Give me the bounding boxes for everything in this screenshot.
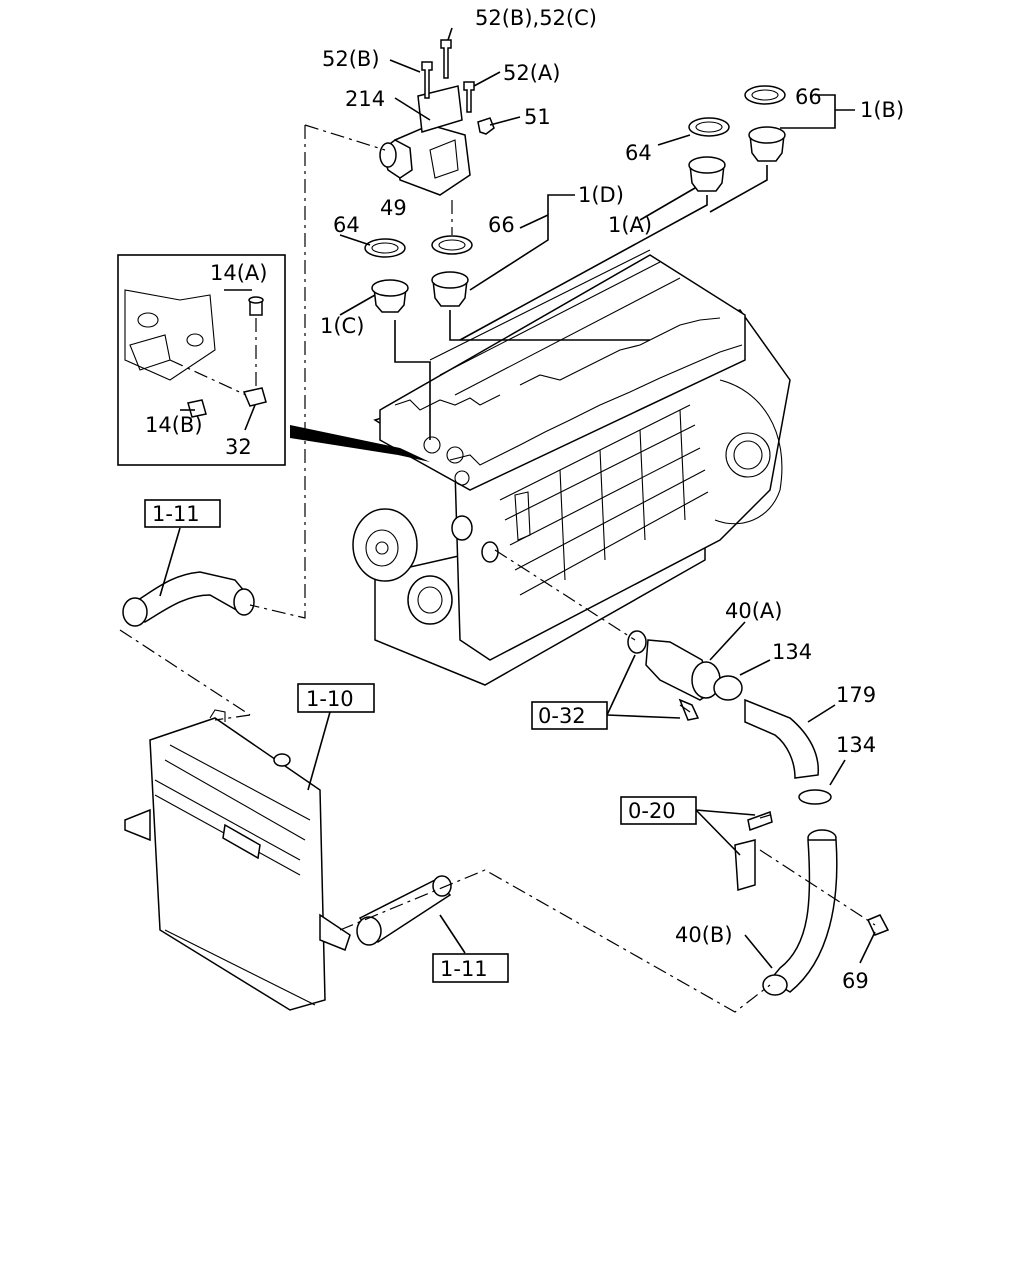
callout-52b: 52(B)	[322, 47, 380, 71]
callout-52bc: 52(B),52(C)	[475, 6, 597, 30]
dashed-routes	[119, 124, 876, 1013]
callout-134-top: 134	[772, 640, 812, 664]
upper-hose	[122, 571, 255, 627]
reference-boxes: 1-11 1-10 0-32 0-20 1-11	[144, 499, 697, 983]
refbox-1-10-frame	[297, 683, 375, 713]
callout-134-bottom: 134	[836, 733, 876, 757]
bolts-52	[421, 39, 475, 113]
callout-1c: 1(C)	[320, 314, 364, 338]
callout-1b: 1(B)	[860, 98, 904, 122]
radiator	[124, 709, 351, 1011]
callout-66-top: 66	[795, 85, 822, 109]
callout-64-left: 64	[333, 213, 360, 237]
refbox-0-32: 0-32	[538, 704, 586, 728]
callout-69: 69	[842, 969, 869, 993]
thermostats	[371, 126, 786, 313]
water-outlet-40a	[627, 630, 721, 721]
gaskets	[364, 85, 786, 258]
refbox-0-20-frame	[620, 796, 697, 825]
callout-66-mid: 66	[488, 213, 515, 237]
callout-51: 51	[524, 105, 551, 129]
callout-64-right: 64	[625, 141, 652, 165]
refbox-1-11-top-frame	[144, 499, 221, 528]
clip-51	[477, 117, 495, 135]
hose-179	[713, 675, 832, 805]
callout-49: 49	[380, 196, 407, 220]
inset-detail-box	[117, 254, 286, 466]
leader-lines	[159, 27, 876, 969]
callout-1d: 1(D)	[578, 183, 624, 207]
thermostat-housing-49	[379, 85, 471, 196]
callout-14a: 14(A)	[210, 261, 267, 285]
refbox-1-11-top: 1-11	[152, 502, 200, 526]
refbox-1-11-bottom-frame	[432, 953, 509, 983]
callout-labels: 52(B),52(C) 52(B) 52(A) 214 51 49 66 1(B…	[145, 6, 904, 993]
refbox-1-11-bottom: 1-11	[440, 957, 488, 981]
refbox-0-20: 0-20	[628, 799, 676, 823]
refbox-1-10: 1-10	[306, 687, 354, 711]
callout-32: 32	[225, 435, 252, 459]
water-pipe-40b	[734, 810, 890, 996]
callout-40a: 40(A)	[725, 599, 782, 623]
callout-40b: 40(B)	[675, 923, 733, 947]
engine-block	[352, 249, 791, 686]
refbox-0-32-frame	[531, 701, 608, 730]
callout-52a: 52(A)	[503, 61, 560, 85]
inset-pointer-arrow	[290, 425, 430, 462]
lower-hose	[356, 875, 452, 946]
callout-214: 214	[345, 87, 385, 111]
callout-1a: 1(A)	[608, 213, 652, 237]
callout-14b: 14(B)	[145, 413, 203, 437]
callout-179: 179	[836, 683, 876, 707]
